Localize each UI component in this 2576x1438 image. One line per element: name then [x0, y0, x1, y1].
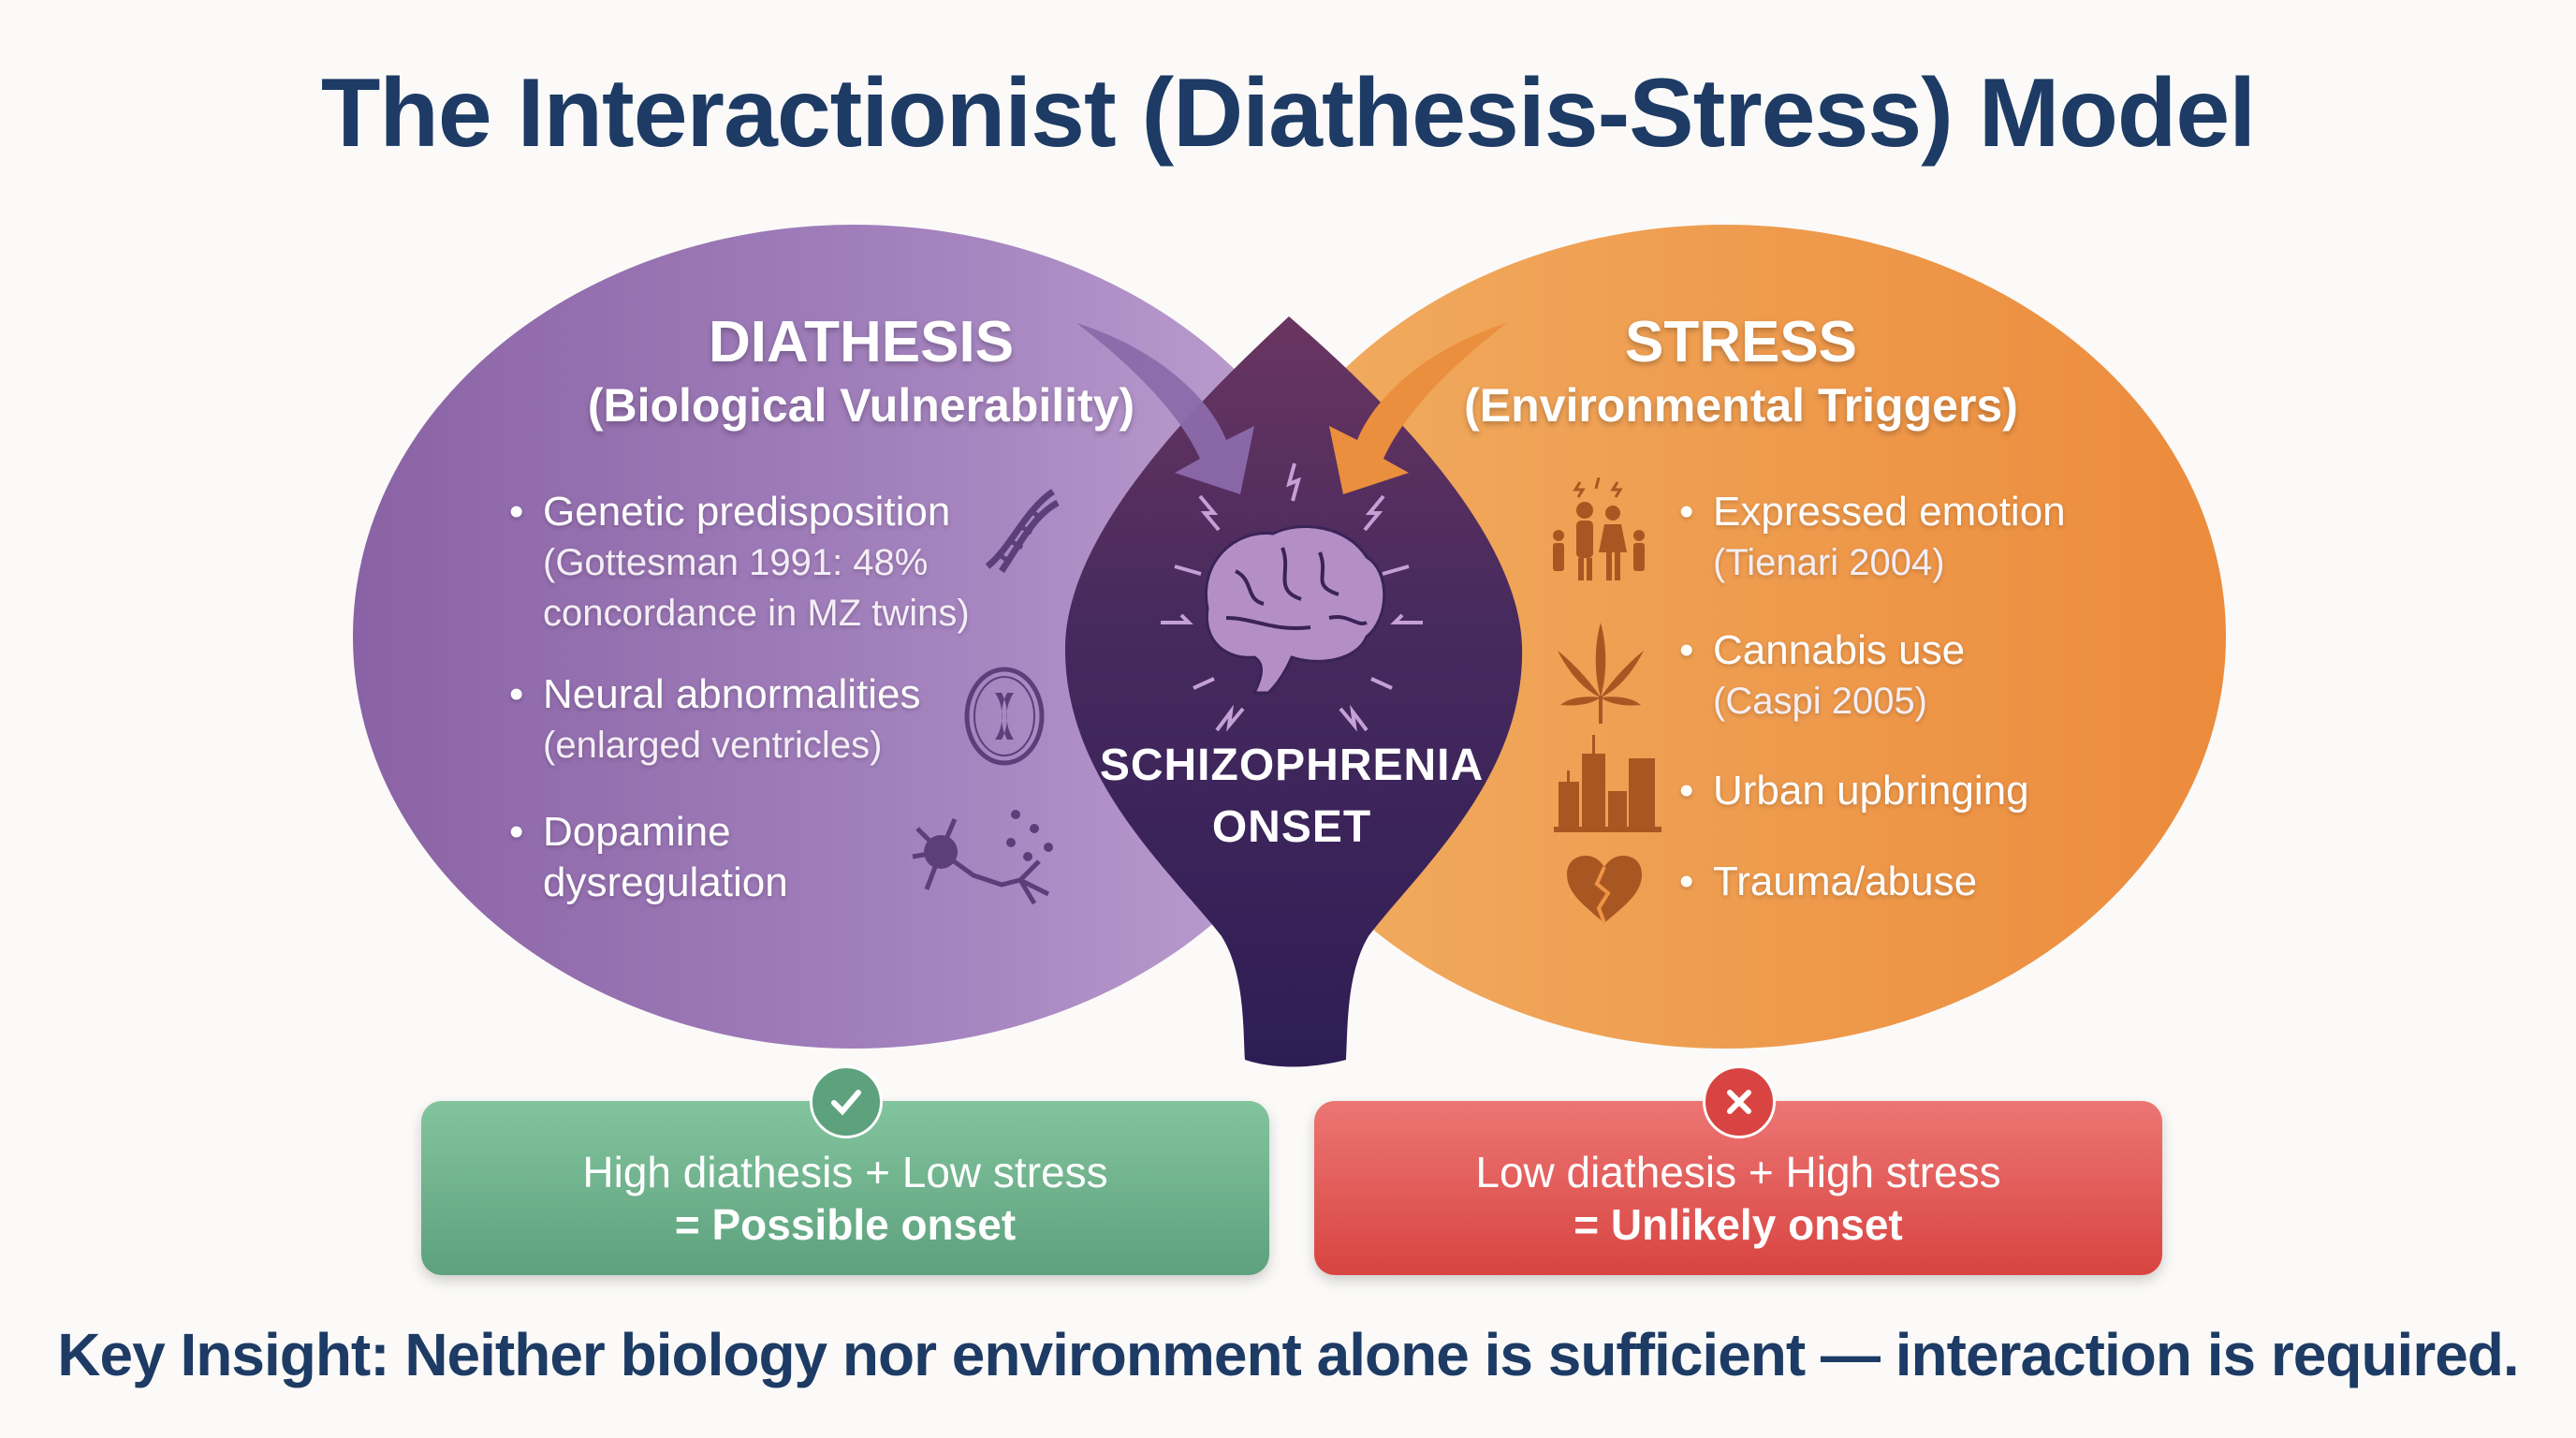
diathesis-oval — [353, 225, 1354, 1049]
outcome-condition: Low diathesis + High stress — [1475, 1148, 2001, 1196]
key-insight: Key Insight: Neither biology nor environ… — [57, 1321, 2519, 1388]
stress-item-trauma: • Trauma/abuse — [1679, 858, 1978, 904]
item-label: Cannabis use — [1713, 627, 1966, 673]
page-title: The Interactionist (Diathesis-Stress) Mo… — [320, 59, 2256, 168]
outcome-condition: High diathesis + Low stress — [582, 1148, 1108, 1196]
family-conflict-icon — [1553, 477, 1645, 580]
cannabis-leaf-icon — [1558, 623, 1644, 724]
outcome-result: = Unlikely onset — [1573, 1200, 1903, 1249]
outcome-result: = Possible onset — [674, 1200, 1017, 1249]
onset-funnel — [1064, 316, 1523, 1067]
stress-oval — [1224, 225, 2226, 1049]
item-label: Dopamine — [543, 809, 731, 855]
item-detail: (Tienari 2004) — [1713, 542, 1945, 583]
outcome-unlikely-box: Low diathesis + High stress = Unlikely o… — [1314, 1065, 2162, 1275]
brain-icon — [1205, 524, 1386, 695]
brain-scan-icon — [964, 667, 1045, 766]
stress-item-cannabis: • Cannabis use (Caspi 2005) — [1679, 625, 1966, 726]
item-detail: concordance in MZ twins) — [543, 593, 970, 634]
diathesis-subheading: (Biological Vulnerability) — [587, 379, 1135, 432]
item-detail: (Caspi 2005) — [1713, 681, 1928, 722]
stress-arrow-icon — [1329, 323, 1507, 494]
stress-item-urban: • Urban upbringing — [1679, 768, 2029, 814]
spark-icons — [1161, 462, 1423, 732]
item-detail: (enlarged ventricles) — [543, 725, 883, 766]
outcome-possible-box: High diathesis + Low stress = Possible o… — [421, 1065, 1269, 1275]
stress-heading: STRESS — [1624, 310, 1858, 374]
item-label: Expressed emotion — [1713, 489, 2066, 535]
onset-label: SCHIZOPHRENIA ONSET — [1099, 741, 1485, 852]
item-detail: (Gottesman 1991: 48% — [543, 542, 929, 583]
stress-subheading: (Environmental Triggers) — [1464, 379, 2018, 432]
dna-icon — [985, 489, 1060, 573]
diathesis-header: DIATHESIS (Biological Vulnerability) — [524, 309, 1198, 434]
check-icon — [810, 1065, 883, 1138]
item-label: Trauma/abuse — [1713, 858, 1978, 904]
neuron-icon — [912, 810, 1053, 905]
diathesis-item-dopamine: • Dopamine dysregulation — [509, 807, 788, 908]
item-label: Genetic predisposition — [543, 489, 951, 535]
stress-header: STRESS (Environmental Triggers) — [1404, 309, 2078, 434]
city-icon — [1554, 735, 1661, 832]
item-label: Urban upbringing — [1713, 768, 2029, 814]
stress-item-expressed-emotion: • Expressed emotion (Tienari 2004) — [1679, 487, 2066, 588]
broken-heart-icon — [1567, 856, 1642, 924]
diathesis-heading: DIATHESIS — [708, 310, 1015, 374]
item-label-2: dysregulation — [543, 859, 788, 905]
diathesis-arrow-icon — [1076, 323, 1254, 494]
item-label: Neural abnormalities — [543, 671, 921, 717]
x-icon — [1703, 1065, 1776, 1138]
diathesis-item-genetic: • Genetic predisposition (Gottesman 1991… — [509, 487, 970, 638]
diathesis-item-neural: • Neural abnormalities (enlarged ventric… — [509, 669, 921, 770]
